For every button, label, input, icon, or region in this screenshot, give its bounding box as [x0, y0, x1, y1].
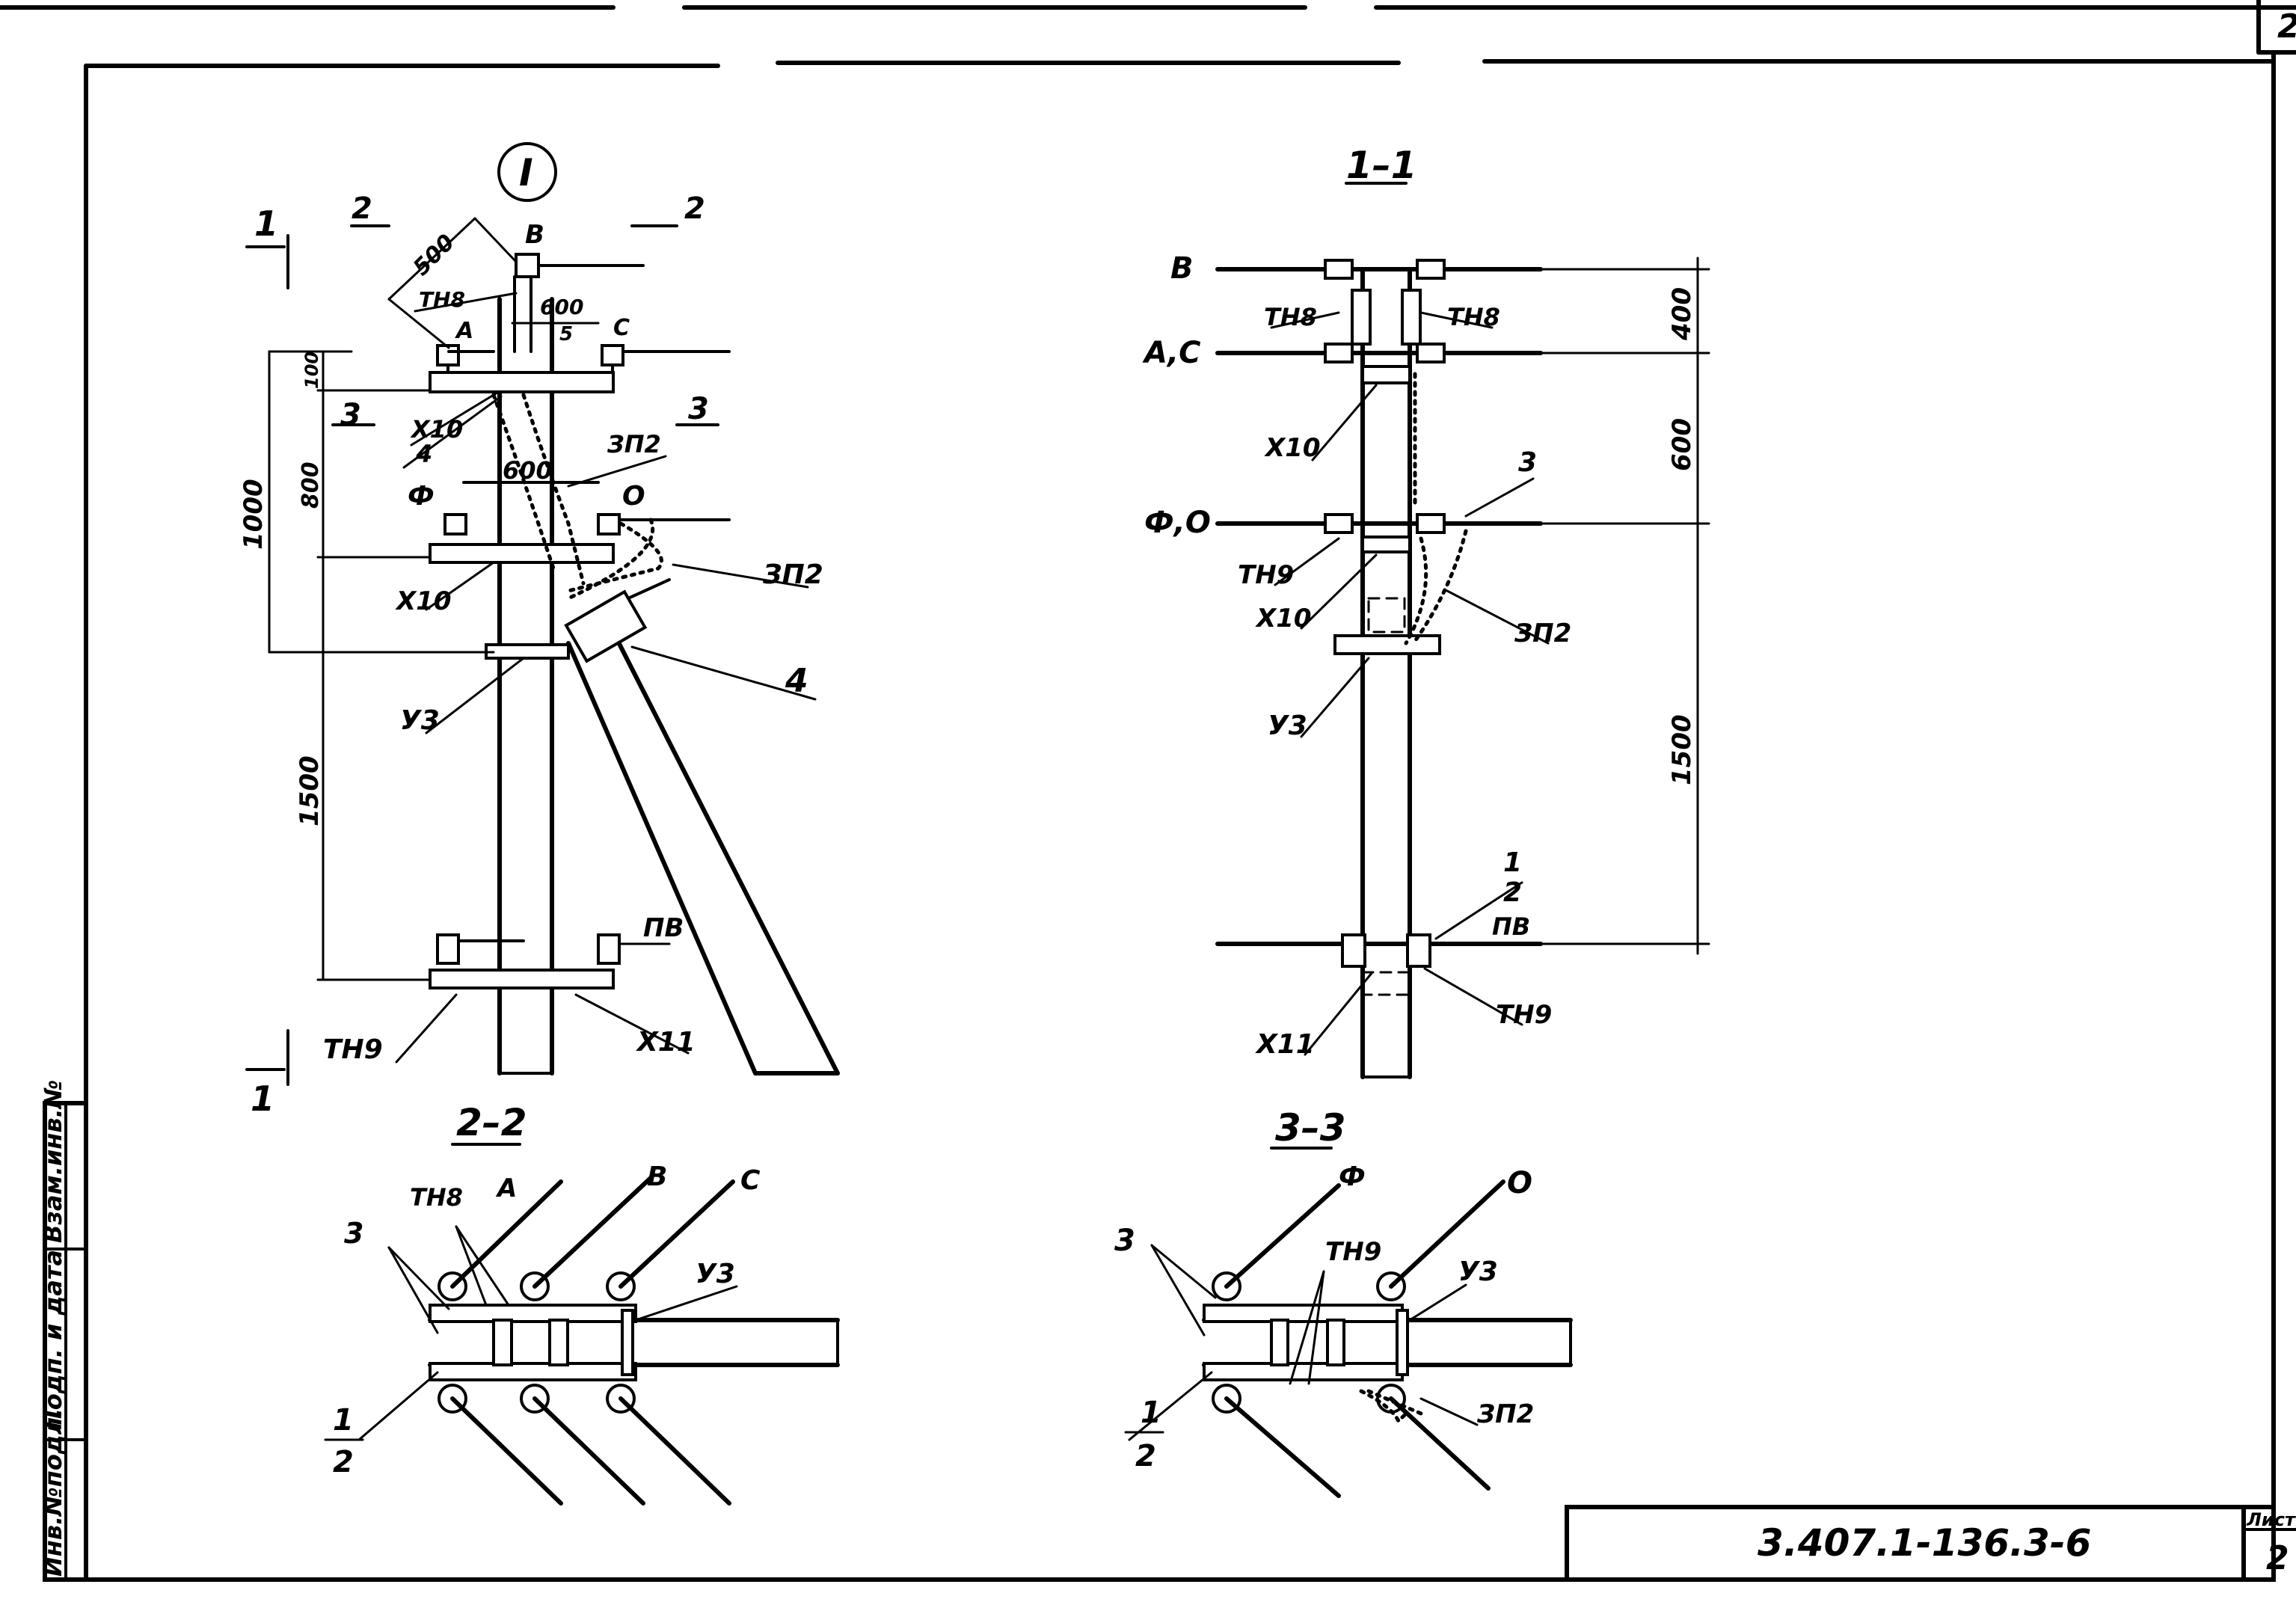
stamp-replaced-inv: Взам.инв.№: [39, 1080, 67, 1243]
callout-zp2-3-3: ЗП2: [1476, 1399, 1534, 1429]
phase-fo-label-1-1: Ф,О: [1144, 506, 1211, 540]
phase-b-label-1-1: В: [1170, 251, 1194, 286]
phase-ac-label-1-1: А,С: [1142, 336, 1201, 370]
sheet-label: Лист: [2246, 1509, 2296, 1530]
callout-x10-top: Х10: [410, 415, 463, 444]
phase-c-label-2-2: С: [740, 1165, 761, 1196]
callout-pv: ПВ: [643, 913, 684, 943]
section-3-left-mark: 3: [340, 398, 361, 432]
phase-b-label: В: [525, 220, 544, 250]
phase-o-label-3-3: О: [1507, 1166, 1532, 1200]
section-3-3-labels: 3–3 Ф О 3 ТН9 У3 1 2 ЗП2: [1114, 1106, 1534, 1473]
section-2-right-mark: 2: [684, 191, 705, 226]
section-3-right-mark: 3: [688, 392, 709, 426]
callout-zp2-top: ЗП2: [607, 430, 661, 458]
phase-f-label: Ф: [408, 481, 435, 512]
callout-2-1-1: 2: [1503, 877, 1522, 908]
dim-600-1-1: 600: [1667, 418, 1697, 471]
section-2-2-labels: 2–2 А В С ТН8 3 У3 1 2: [324, 1101, 761, 1479]
dim-100: 100: [301, 352, 322, 389]
dim-1000: 1000: [239, 479, 268, 550]
callout-pv-1-1: ПВ: [1492, 912, 1530, 941]
callout-5: 5: [559, 323, 573, 346]
detail-circle-mark: I: [519, 151, 533, 194]
callout-x11: Х11: [636, 1027, 696, 1058]
dim-600-mid: 600: [503, 456, 553, 485]
callout-2-3-3: 2: [1135, 1439, 1156, 1473]
callout-zp2-1-1: ЗП2: [1514, 619, 1571, 648]
stamp-sign-date: Подп. и дата: [39, 1250, 67, 1430]
section-2-left-mark: 2: [352, 191, 372, 226]
section-1-1-view: [1215, 182, 1710, 1079]
callout-x10-top-1-1: Х10: [1264, 433, 1321, 463]
callout-x11-1-1: Х11: [1255, 1029, 1315, 1060]
callout-3-3-3: 3: [1114, 1224, 1135, 1258]
section-1-top-mark: 1: [254, 203, 278, 244]
callout-tn8-2-2: ТН8: [410, 1183, 463, 1212]
section-1-bottom-mark: 1: [251, 1078, 274, 1119]
phase-o-label: О: [622, 481, 645, 512]
section-1-1-labels: 1–1 В А,С Ф,О 400 600 1500 ТН8 ТН8 Х10 3…: [1142, 144, 1697, 1060]
dim-1500-1-1: 1500: [1667, 714, 1697, 785]
dim-600-top: 600: [540, 295, 583, 319]
sheet-number: 2: [2266, 1539, 2289, 1577]
callout-tn8-left-1-1: ТН8: [1264, 303, 1317, 331]
section-1-1-title: 1–1: [1346, 144, 1417, 187]
section-2-2-title: 2–2: [456, 1101, 527, 1144]
dim-800: 800: [298, 461, 324, 509]
callout-y3-3-3: У3: [1458, 1256, 1498, 1287]
callout-y3-1-1: У3: [1268, 711, 1307, 741]
callout-1-1-1: 1: [1503, 847, 1522, 878]
callout-tn8-right-1-1: ТН8: [1447, 303, 1500, 331]
sheet-number-top: 2: [2277, 7, 2296, 46]
callout-1-3-3: 1: [1141, 1396, 1161, 1430]
document-code: 3.407.1-136.3-6: [1758, 1521, 2091, 1565]
dim-400-1-1: 400: [1667, 287, 1697, 341]
callout-4-strut: 4: [785, 662, 808, 700]
callout-2-2-2: 2: [333, 1445, 354, 1479]
callout-tn8: ТН8: [419, 287, 465, 312]
phase-a-label: А: [455, 318, 473, 344]
dim-1500: 1500: [295, 755, 325, 826]
callout-tn9-top-1-1: ТН9: [1238, 560, 1294, 590]
callout-1-2-2: 1: [333, 1403, 354, 1437]
callout-x10-mid-1-1: Х10: [1255, 604, 1312, 633]
callout-y3: У3: [400, 705, 440, 736]
phase-b-label-2-2: В: [647, 1162, 667, 1192]
phase-c-label: С: [613, 315, 630, 341]
stamp-inv-no: Инв.№подл.: [39, 1408, 67, 1577]
callout-x10-mid: Х10: [395, 586, 452, 616]
callout-4-top: 4: [415, 440, 432, 468]
callout-y3-2-2: У3: [696, 1259, 735, 1289]
section-2-2-view: [357, 1143, 840, 1506]
callout-tn9-bottom-1-1: ТН9: [1496, 1000, 1552, 1030]
callout-zp2-right: ЗП2: [762, 559, 823, 590]
callout-3-1-1: 3: [1518, 447, 1537, 478]
section-3-3-view: [1128, 1147, 1573, 1498]
callout-tn9: ТН9: [323, 1034, 383, 1065]
callout-3-2-2: 3: [344, 1217, 363, 1250]
phase-f-label-3-3: Ф: [1339, 1162, 1366, 1192]
main-elevation-view: [245, 142, 840, 1086]
callout-tn9-3-3: ТН9: [1325, 1237, 1381, 1267]
phase-a-label-2-2: А: [495, 1173, 517, 1203]
section-3-3-title: 3–3: [1275, 1106, 1346, 1150]
main-view-labels: I 1 1 2 2 3 3 В А С Ф О 500 600 600 100 …: [239, 151, 823, 1119]
